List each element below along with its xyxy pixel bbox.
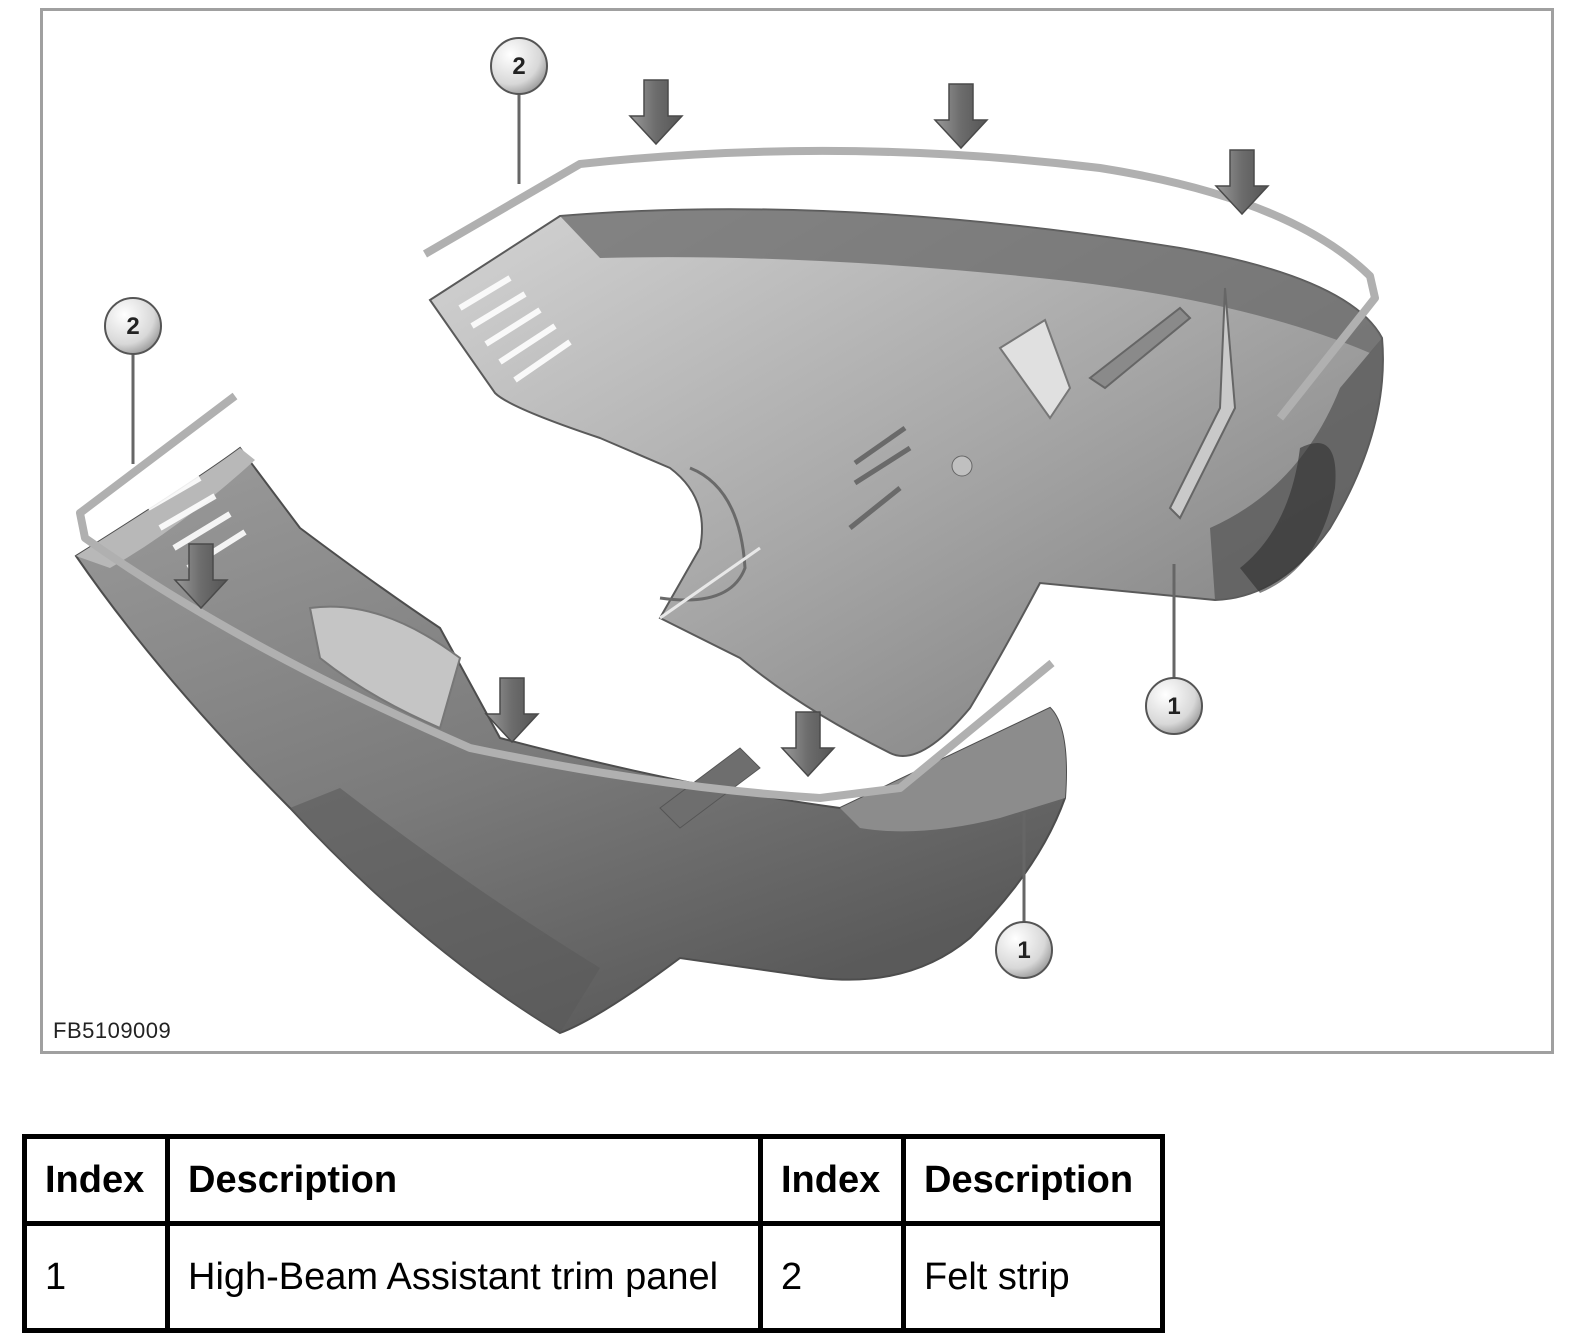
callout-1-lower: 1 xyxy=(995,813,1053,979)
felt-strip-lower xyxy=(76,392,1055,802)
header-description-2: Description xyxy=(901,1134,1165,1226)
header-index-2: Index xyxy=(758,1134,906,1226)
cell-index: 2 xyxy=(758,1221,906,1333)
legend-header-row: Index Description Index Description xyxy=(22,1134,1165,1226)
svg-text:1: 1 xyxy=(1167,693,1180,720)
svg-text:2: 2 xyxy=(512,53,525,80)
arrow-down-icon xyxy=(628,79,684,146)
callout-2-lower: 2 xyxy=(104,297,162,464)
felt-strip-upper xyxy=(422,146,1379,421)
callout-1-upper: 1 xyxy=(1145,564,1203,735)
trim-panel-illustration: 1 1 2 2 FB5109009 xyxy=(40,8,1554,1054)
cell-description: High-Beam Assistant trim panel xyxy=(165,1221,763,1333)
header-description-1: Description xyxy=(165,1134,763,1226)
arrow-down-icon xyxy=(484,677,540,744)
diagram-figure: 1 1 2 2 FB5109009 xyxy=(40,8,1586,1074)
arrow-down-icon xyxy=(780,711,836,778)
arrow-down-icon xyxy=(1214,149,1270,216)
arrow-down-icon xyxy=(933,83,989,150)
callout-2-upper: 2 xyxy=(490,37,548,184)
legend-table: Index Description Index Description 1 Hi… xyxy=(22,1134,1165,1333)
lower-trim-panel xyxy=(74,446,1067,1035)
arrow-down-icon xyxy=(173,543,229,610)
upper-trim-panel xyxy=(428,208,1384,757)
header-index-1: Index xyxy=(22,1134,170,1226)
cell-index: 1 xyxy=(22,1221,170,1333)
assembly-arrows xyxy=(173,79,1270,778)
svg-text:2: 2 xyxy=(126,313,139,340)
svg-text:1: 1 xyxy=(1017,937,1030,964)
figure-id: FB5109009 xyxy=(53,1018,171,1043)
cell-description: Felt strip xyxy=(901,1221,1165,1333)
table-row: 1 High-Beam Assistant trim panel 2 Felt … xyxy=(22,1221,1165,1333)
